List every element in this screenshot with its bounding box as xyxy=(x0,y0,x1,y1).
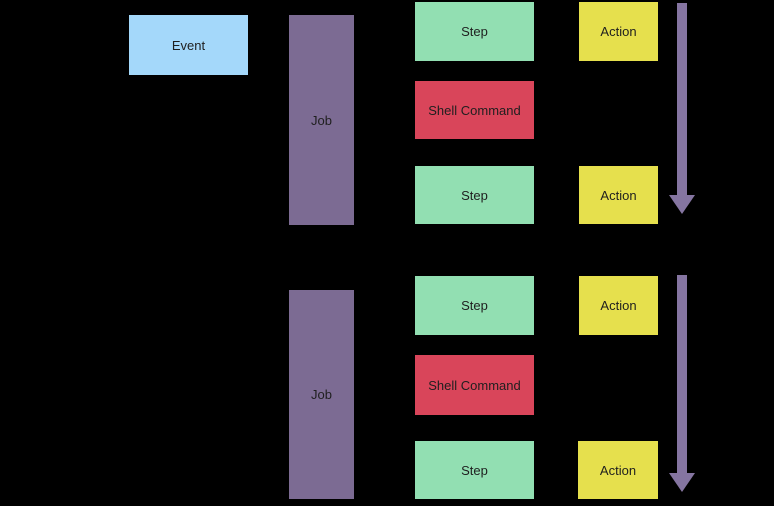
action-box: Action xyxy=(578,441,658,499)
step-box: Step xyxy=(415,2,534,61)
action-label: Action xyxy=(600,187,637,203)
action-box: Action xyxy=(579,2,658,61)
arrow-shaft xyxy=(677,275,687,473)
step-label: Step xyxy=(461,462,488,478)
step-box: Step xyxy=(415,276,534,335)
arrow-shaft xyxy=(677,3,687,196)
job-box: Job xyxy=(289,290,354,499)
arrow-head xyxy=(669,473,695,492)
shell-command-label: Shell Command xyxy=(428,377,521,393)
event-label: Event xyxy=(171,37,206,53)
shell-command-box: Shell Command xyxy=(415,81,534,139)
step-label: Step xyxy=(461,187,488,203)
step-label: Step xyxy=(461,298,488,313)
job-label: Job xyxy=(311,112,332,128)
step-label: Step xyxy=(461,24,488,39)
job-label: Job xyxy=(311,387,332,402)
shell-command-box: Shell Command xyxy=(415,355,534,415)
job-box: Job xyxy=(289,15,354,225)
arrow-head xyxy=(669,195,695,214)
step-box: Step xyxy=(415,441,534,499)
action-label: Action xyxy=(600,298,637,313)
shell-command-label: Shell Command xyxy=(428,102,521,118)
action-box: Action xyxy=(579,276,658,335)
action-label: Action xyxy=(599,462,637,478)
event-box: Event xyxy=(129,15,248,75)
action-label: Action xyxy=(600,24,637,39)
step-box: Step xyxy=(415,166,534,224)
action-box: Action xyxy=(579,166,658,224)
